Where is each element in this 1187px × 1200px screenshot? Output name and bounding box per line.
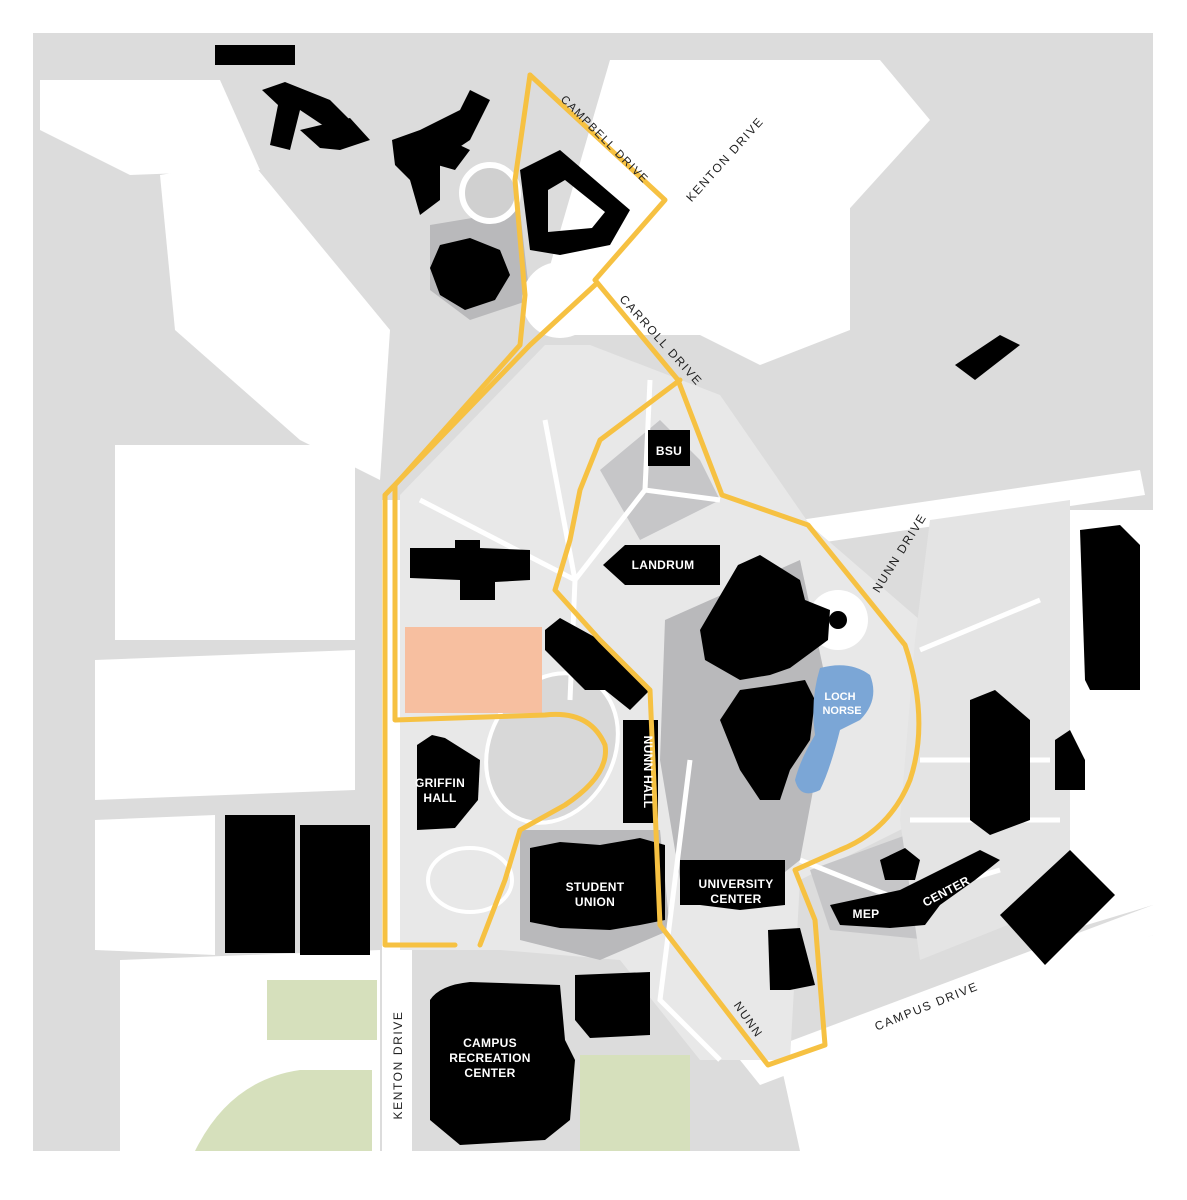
- loch-norse-water: [795, 665, 874, 794]
- label-loch-1: LOCH: [824, 691, 855, 703]
- field-b: [195, 1070, 372, 1151]
- dot-marker-icon: [829, 611, 847, 629]
- label-bsu: BSU: [656, 444, 682, 458]
- building-se: [1000, 850, 1115, 965]
- roundabout-kenton: [522, 262, 598, 338]
- building-east-tall: [1080, 525, 1140, 690]
- path-1: [418, 487, 721, 584]
- label-student-union-1: STUDENT: [566, 880, 625, 894]
- nunn-drive-road: [800, 470, 1145, 545]
- west-lot-d: [95, 815, 215, 955]
- building-mep: [830, 850, 1000, 928]
- field-a: [267, 980, 377, 1040]
- building-ne-small: [955, 335, 1020, 380]
- label-rec-3: CENTER: [464, 1066, 515, 1080]
- route-west: [392, 72, 608, 948]
- building-uc-south: [768, 928, 815, 990]
- label-loch-2: NORSE: [822, 705, 861, 717]
- building-bsu: [648, 430, 690, 466]
- label-student-union-2: UNION: [575, 895, 615, 909]
- building-diag: [545, 618, 650, 710]
- label-rec-2: RECREATION: [449, 1051, 530, 1065]
- path-3: [642, 379, 653, 491]
- route-outer: [527, 72, 922, 1068]
- label-kenton-drive-west: KENTON DRIVE: [391, 1011, 405, 1120]
- buildings-layer: [215, 45, 1140, 1145]
- label-mep: MEP: [853, 907, 880, 921]
- building-loch-west: [720, 680, 815, 800]
- label-griffin-2: HALL: [423, 791, 456, 805]
- building-east-mid: [970, 690, 1030, 835]
- west-lot-b: [115, 445, 355, 640]
- east-lot: [660, 175, 850, 365]
- west-lot-c: [95, 650, 355, 800]
- building-nw-2: [262, 82, 350, 150]
- label-university-center-1: UNIVERSITY: [698, 877, 773, 891]
- se-area: [780, 935, 1153, 1151]
- building-d: [520, 150, 630, 255]
- building-cross: [410, 540, 530, 600]
- label-nunn-hall: NUNN HALL: [641, 736, 655, 809]
- building-nw-3: [300, 118, 370, 150]
- parking-highlight: [405, 627, 542, 713]
- walking-route: [382, 72, 922, 1068]
- building-university-center: [680, 860, 785, 910]
- roundabout-north: [459, 162, 521, 224]
- route-kenton: [382, 282, 598, 948]
- label-rec-1: CAMPUS: [463, 1036, 517, 1050]
- label-landrum: LANDRUM: [632, 558, 695, 572]
- building-nw-1: [215, 45, 295, 65]
- building-nw-5: [420, 130, 470, 170]
- building-student-union: [530, 838, 665, 930]
- building-east-small: [1055, 730, 1085, 790]
- building-landrum: [603, 545, 720, 585]
- building-round-north: [430, 238, 510, 310]
- building-west-2: [300, 825, 370, 955]
- building-mep-north: [880, 848, 920, 880]
- building-griffin: [417, 735, 480, 830]
- building-rec-ne: [575, 972, 650, 1038]
- building-big-ne: [700, 555, 830, 680]
- building-campus-rec: [430, 982, 575, 1145]
- field-c: [580, 1055, 690, 1151]
- path-6: [657, 759, 722, 1062]
- label-griffin-1: GRIFFIN: [415, 776, 465, 790]
- label-university-center-2: CENTER: [710, 892, 761, 906]
- lawn-sw: [426, 846, 514, 914]
- building-west-1: [225, 815, 295, 953]
- nw-lot: [40, 80, 260, 175]
- west-lot-a: [160, 160, 390, 480]
